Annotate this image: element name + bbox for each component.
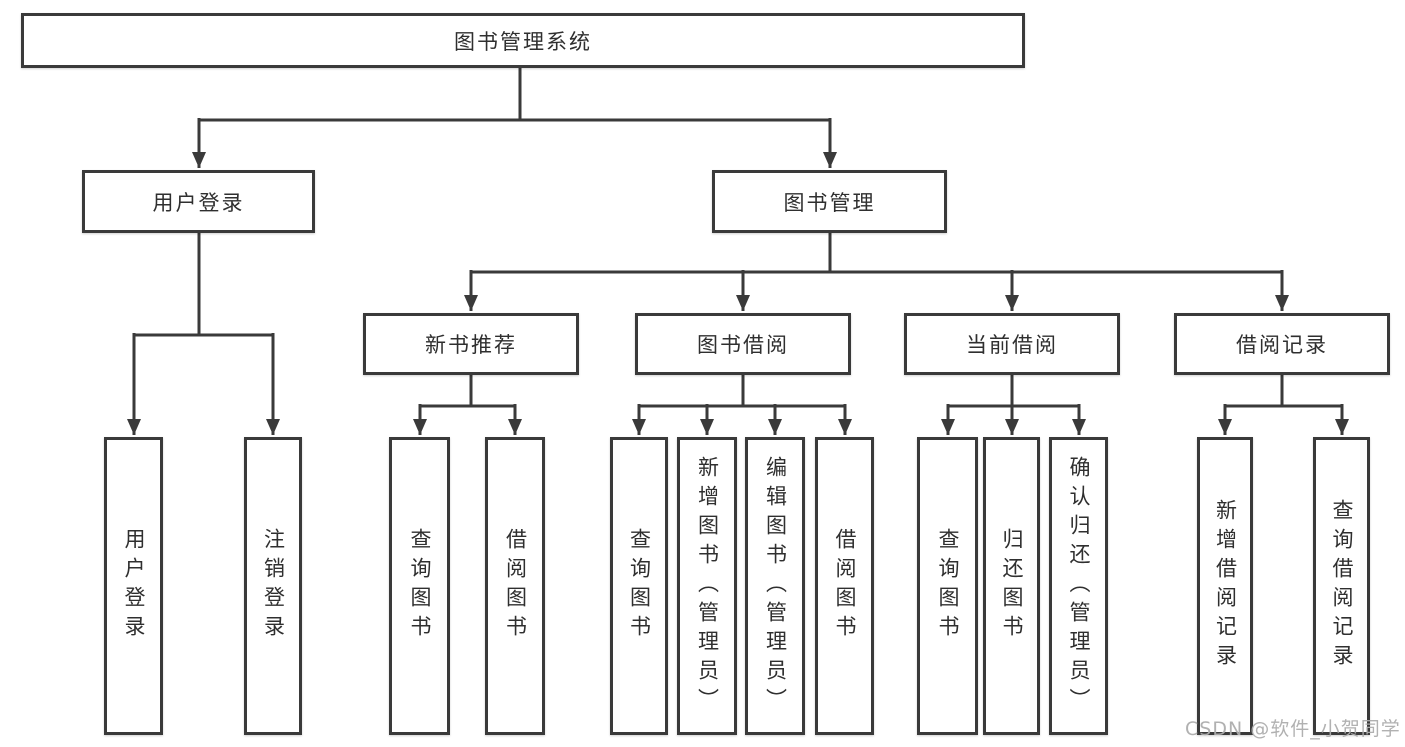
node-label: 当前借阅 (966, 333, 1058, 357)
leaf-label: 编辑图书（管理员） (763, 455, 788, 717)
leaf-label: 注销登录 (261, 528, 286, 644)
connector-new-book-branch (413, 375, 522, 435)
leaf-label: 借阅图书 (833, 528, 857, 644)
leaf-label: 查询图书 (936, 528, 960, 644)
leaf-current-return-books: 归还图书 (983, 437, 1040, 735)
leaf-newbook-query-books: 查询图书 (389, 437, 450, 735)
node-book-borrowing: 图书借阅 (635, 313, 851, 375)
leaf-current-query-books: 查询图书 (917, 437, 978, 735)
node-label: 用户登录 (152, 190, 245, 215)
node-current-borrowing: 当前借阅 (904, 313, 1120, 375)
leaf-current-confirm-return-admin: 确认归还（管理员） (1049, 437, 1108, 735)
connector-book-borrowing-branch (632, 375, 852, 435)
leaf-records-query-record: 查询借阅记录 (1313, 437, 1370, 735)
node-borrowing-records: 借阅记录 (1174, 313, 1390, 375)
node-new-book-recommend: 新书推荐 (363, 313, 579, 375)
leaf-label: 借阅图书 (503, 528, 528, 644)
leaf-borrowing-borrow-books: 借阅图书 (815, 437, 874, 735)
leaf-user-login: 用户登录 (104, 437, 163, 735)
node-label: 借阅记录 (1236, 333, 1328, 357)
leaf-label: 查询图书 (408, 528, 432, 644)
node-user-login: 用户登录 (82, 170, 315, 233)
leaf-label: 确认归还（管理员） (1067, 455, 1091, 717)
node-book-management: 图书管理 (712, 170, 947, 233)
node-label: 图书管理系统 (454, 29, 592, 54)
leaf-label: 查询借阅记录 (1330, 499, 1354, 673)
leaf-borrowing-add-books-admin: 新增图书（管理员） (677, 437, 737, 735)
leaf-label: 查询图书 (627, 528, 652, 644)
node-label: 图书借阅 (697, 333, 789, 357)
leaf-records-add-record: 新增借阅记录 (1197, 437, 1253, 735)
connector-borrowing-records-branch (1218, 375, 1349, 435)
leaf-label: 新增借阅记录 (1213, 499, 1238, 673)
leaf-label: 用户登录 (122, 528, 146, 644)
leaf-label: 归还图书 (1000, 528, 1024, 644)
connector-book-management-branch (464, 233, 1289, 311)
csdn-watermark: CSDN @软件_小贺同学 (1185, 718, 1401, 740)
leaf-borrowing-edit-books-admin: 编辑图书（管理员） (745, 437, 805, 735)
connector-user-login-branch (127, 233, 280, 435)
leaf-logout: 注销登录 (244, 437, 302, 735)
node-label: 图书管理 (783, 190, 876, 215)
node-label: 新书推荐 (425, 333, 517, 357)
leaf-label: 新增图书（管理员） (695, 455, 720, 717)
leaf-newbook-borrow-books: 借阅图书 (485, 437, 545, 735)
connector-root-to-level2 (192, 68, 837, 168)
leaf-borrowing-query-books: 查询图书 (610, 437, 668, 735)
node-library-system: 图书管理系统 (21, 13, 1025, 68)
connector-current-borrowing-branch (941, 375, 1086, 435)
